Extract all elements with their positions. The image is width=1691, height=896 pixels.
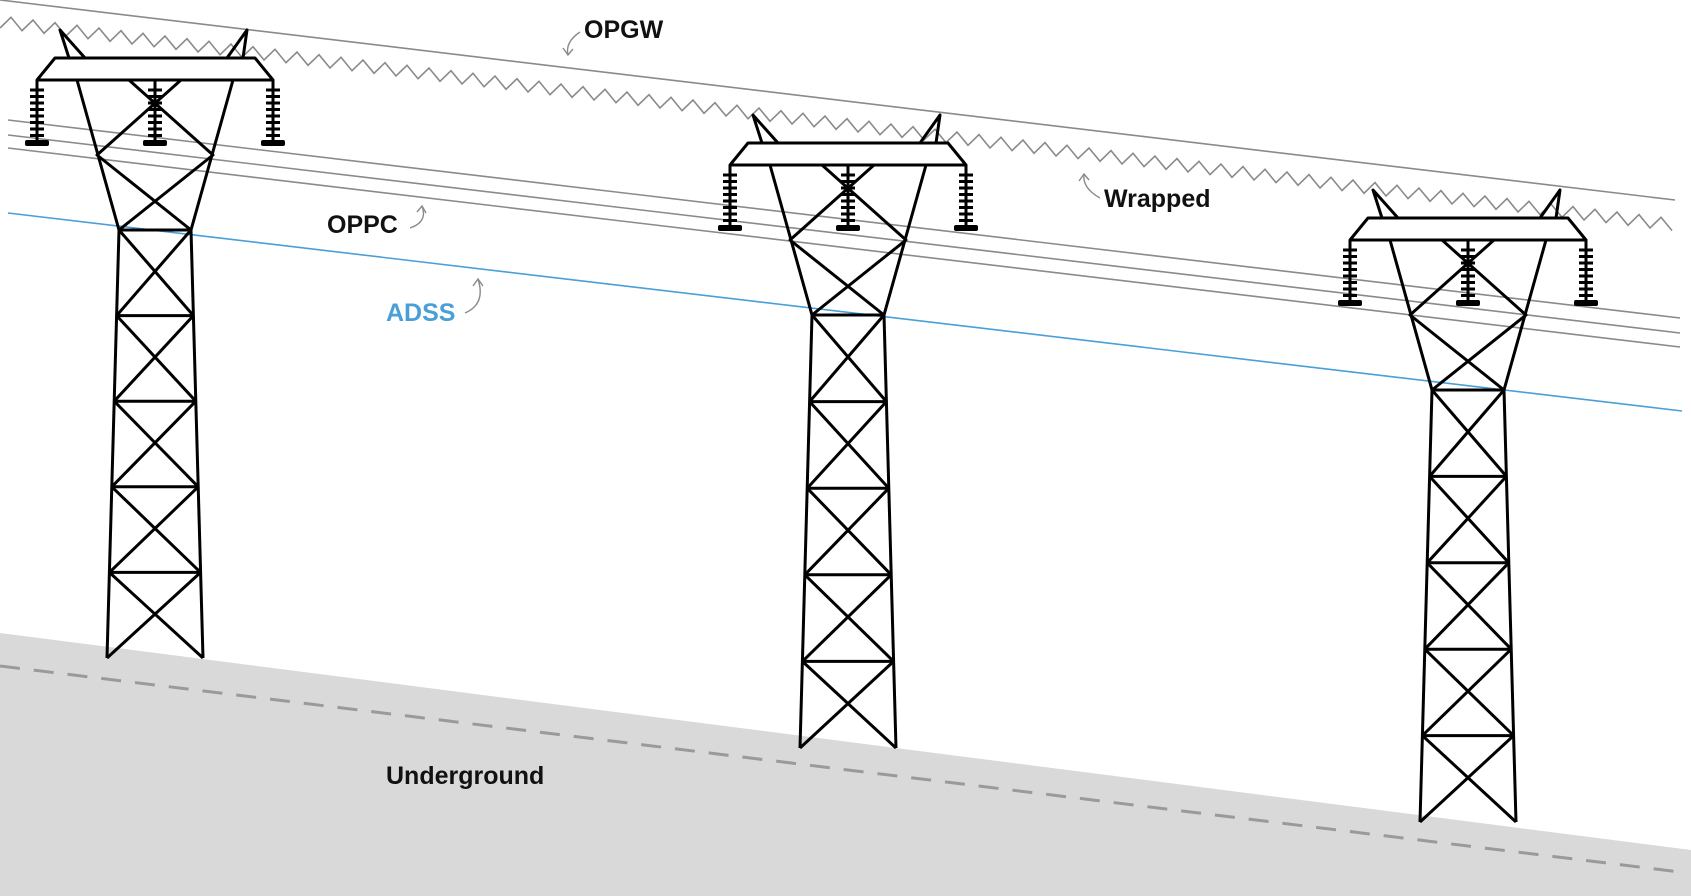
opgw-arrowhead [562, 47, 574, 57]
label-wrapped: Wrapped [1104, 185, 1211, 213]
insulator-icon [1574, 240, 1598, 306]
insulator-icon [836, 165, 860, 231]
oppc-cable-3 [7, 147, 1681, 348]
towers [25, 28, 1598, 824]
insulator-icon [954, 165, 978, 231]
label-adss: ADSS [386, 299, 455, 327]
adss-arrow [464, 278, 481, 314]
oppc-cable-2 [7, 134, 1681, 334]
adss-cable [7, 212, 1683, 412]
transmission-tower-icon [25, 28, 285, 660]
wrapped-arrowhead [1078, 172, 1090, 182]
oppc-arrow [409, 205, 425, 229]
adss-arrowhead [472, 277, 484, 287]
insulator-icon [25, 80, 49, 146]
insulator-icon [261, 80, 285, 146]
ground-area [0, 633, 1691, 896]
insulator-icon [1456, 240, 1480, 306]
wrapped-cable [0, 16, 1673, 232]
transmission-tower-icon [1338, 188, 1598, 824]
transmission-tower-icon [718, 113, 978, 750]
label-underground: Underground [386, 762, 544, 790]
underground-cable [0, 664, 1681, 874]
label-oppc: OPPC [327, 211, 398, 239]
label-opgw: OPGW [584, 16, 664, 44]
wrapped-arrow [1083, 173, 1101, 199]
opgw-cable [0, 0, 1676, 201]
opgw-arrow [566, 31, 581, 56]
oppc-arrowhead [416, 204, 427, 214]
insulator-icon [718, 165, 742, 231]
insulator-icon [1338, 240, 1362, 306]
